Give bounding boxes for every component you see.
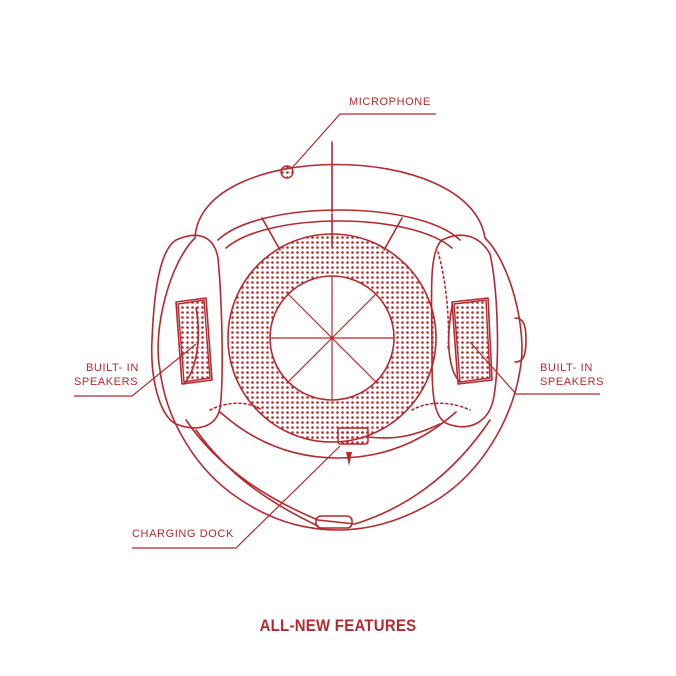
charging-dock-leader [132, 445, 341, 549]
helmet-outer-shell [157, 163, 523, 531]
left-speakers-label-line1: BUILT- IN [86, 362, 139, 374]
left-speaker-leader [74, 343, 197, 397]
left-ear-cup [150, 234, 223, 429]
left-speaker-grille [177, 299, 211, 383]
microphone-icon [280, 165, 294, 179]
page-title: ALL-NEW FEATURES [259, 616, 417, 635]
right-speakers-label-line2: SPEAKERS [540, 376, 605, 388]
microphone-leader [291, 113, 436, 169]
strap-buckle [315, 515, 353, 529]
down-arrow-icon [346, 452, 352, 466]
charging-dock-label: CHARGING DOCK [132, 528, 234, 540]
helmet-inner-brim [217, 209, 461, 241]
right-speakers-label-line1: BUILT- IN [540, 362, 593, 374]
left-speakers-label-line2: SPEAKERS [74, 376, 139, 388]
charging-cable [367, 423, 441, 439]
side-button [514, 317, 527, 363]
charging-dock-icon [337, 427, 369, 445]
right-speaker-grille [453, 299, 491, 383]
microphone-label: MICROPHONE [349, 96, 431, 108]
right-speaker-leader [469, 341, 600, 395]
